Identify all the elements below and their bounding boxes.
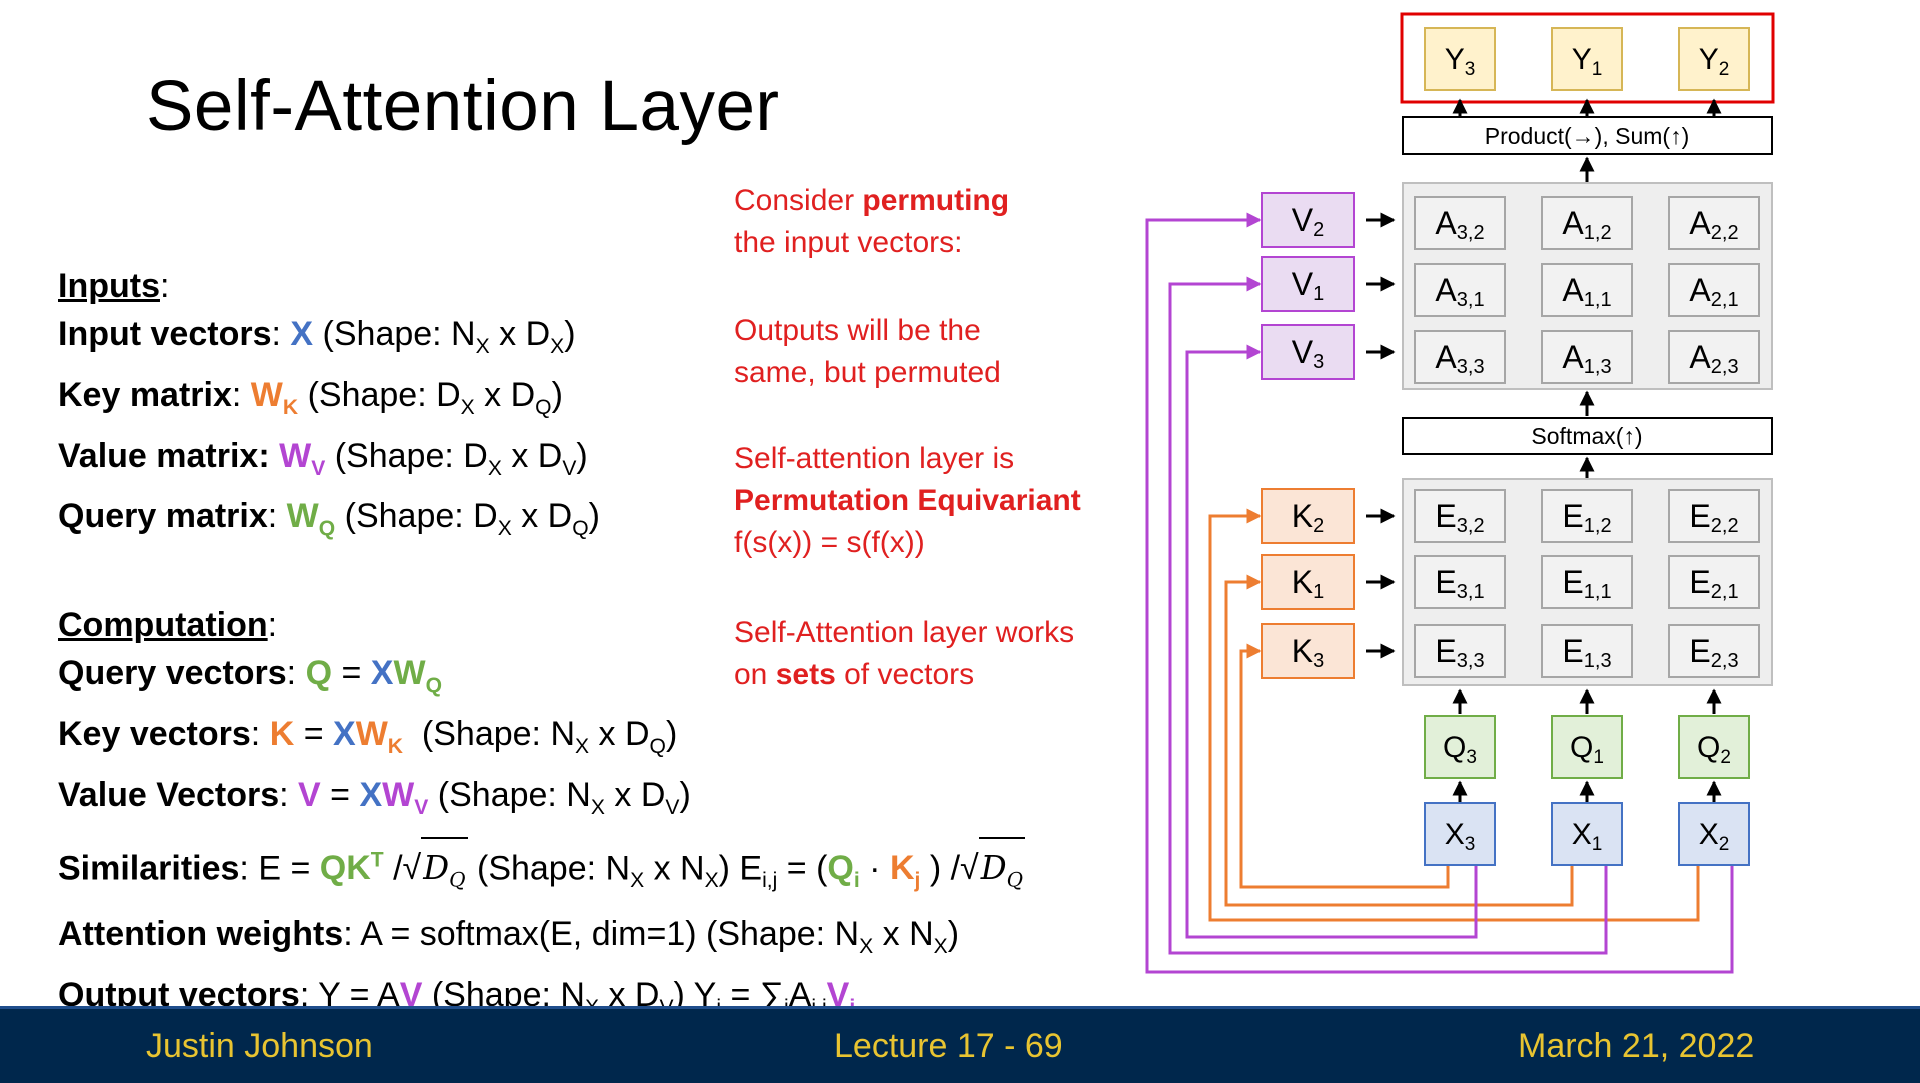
- a-cell-1-1-box: [1541, 263, 1633, 317]
- footer-author: Justin Johnson: [146, 1027, 373, 1065]
- value-v3-box: [1261, 324, 1355, 380]
- output-y1-label: Y1: [1572, 43, 1603, 80]
- a-cell-1-1-label: A1,1: [1562, 272, 1611, 311]
- inputs-heading: Inputs:: [58, 267, 170, 305]
- a-cell-1-3-label: A1,3: [1562, 339, 1611, 378]
- key-vectors-line: Key vectors: K = XWK (Shape: NX x DQ): [58, 714, 678, 758]
- note-permuting: Consider permuting the input vectors:: [734, 184, 1010, 259]
- key-k1-box: [1261, 554, 1355, 610]
- key-k2-label: K2: [1292, 498, 1324, 537]
- a-cell-3-3-label: A3,3: [1435, 339, 1484, 378]
- e-cell-1-3-label: E1,3: [1562, 633, 1611, 672]
- value-v2-box: [1261, 192, 1355, 248]
- a-cell-1-2-box: [1541, 196, 1633, 250]
- key-k3-box: [1261, 623, 1355, 679]
- query-q1-box: [1551, 715, 1623, 779]
- a-cell-2-3-label: A2,3: [1689, 339, 1738, 378]
- softmax-label: Softmax(↑): [1531, 423, 1642, 449]
- wire-x1-v1: [1168, 276, 1608, 955]
- a-cell-3-1-label: A3,1: [1435, 272, 1484, 311]
- softmax-box: [1402, 417, 1773, 455]
- query-q1-label: Q1: [1570, 731, 1604, 768]
- wire-x1-k1: [1224, 574, 1574, 907]
- query-q3-box: [1424, 715, 1496, 779]
- footer-lecture: Lecture 17 - 69: [834, 1027, 1063, 1065]
- e-cell-3-1-box: [1414, 555, 1506, 609]
- a-cell-2-3-box: [1668, 330, 1760, 384]
- e-cell-2-2-label: E2,2: [1689, 498, 1738, 537]
- input-vectors-line: Input vectors: X (Shape: NX x DX): [58, 315, 576, 358]
- query-q2-box: [1678, 715, 1750, 779]
- product-sum-label: Product(→), Sum(↑): [1485, 123, 1689, 149]
- a-cell-1-3-box: [1541, 330, 1633, 384]
- a-cell-3-2-label: A3,2: [1435, 205, 1484, 244]
- slide-title: Self-Attention Layer: [146, 67, 780, 146]
- note-equivariant: Self-attention layer is Permutation Equi…: [734, 442, 1081, 559]
- output-y2-box: [1678, 27, 1750, 91]
- query-q2-label: Q2: [1697, 731, 1731, 768]
- wire-x2-v2: [1145, 212, 1734, 974]
- e-cell-3-2-label: E3,2: [1435, 498, 1484, 537]
- e-cell-3-1-label: E3,1: [1435, 564, 1484, 603]
- query-matrix-line: Query matrix: WQ (Shape: DX x DQ): [58, 497, 600, 541]
- e-cell-1-2-box: [1541, 489, 1633, 543]
- note-outputs: Outputs will be the same, but permuted: [734, 314, 1001, 389]
- a-cell-2-2-label: A2,2: [1689, 205, 1738, 244]
- equations-panel: Inputs: Input vectors: X (Shape: NX x DX…: [58, 262, 1026, 1031]
- similarities-line: Similarities: E = QKT /√DQ (Shape: NX x …: [58, 832, 1026, 910]
- e-cell-2-2-box: [1668, 489, 1760, 543]
- input-x1-box: [1551, 802, 1623, 866]
- e-cell-1-3-box: [1541, 624, 1633, 678]
- output-y3-label: Y3: [1445, 43, 1476, 80]
- value-v1-box: [1261, 256, 1355, 312]
- value-vectors-line: Value Vectors: V = XWV (Shape: NX x DV): [58, 775, 691, 819]
- input-x1-label: X1: [1572, 818, 1603, 855]
- a-cell-2-1-label: A2,1: [1689, 272, 1738, 311]
- e-cell-1-1-box: [1541, 555, 1633, 609]
- key-k1-label: K1: [1292, 564, 1324, 603]
- query-vectors-line: Query vectors: Q = XWQ: [58, 654, 442, 697]
- a-cell-2-2-box: [1668, 196, 1760, 250]
- input-x3-label: X3: [1445, 818, 1476, 855]
- value-v2-label: V2: [1292, 202, 1324, 241]
- output-y3-box: [1424, 27, 1496, 91]
- output-y2-label: Y2: [1699, 43, 1730, 80]
- e-cell-1-1-label: E1,1: [1562, 564, 1611, 603]
- product-sum-box: [1402, 116, 1773, 155]
- input-x3-box: [1424, 802, 1496, 866]
- e-cell-2-1-label: E2,1: [1689, 564, 1738, 603]
- key-k3-label: K3: [1292, 633, 1324, 672]
- a-cell-3-3-box: [1414, 330, 1506, 384]
- input-x2-label: X2: [1699, 818, 1730, 855]
- query-q3-label: Q3: [1443, 731, 1477, 768]
- input-x2-box: [1678, 802, 1750, 866]
- wire-x3-k3: [1239, 643, 1450, 889]
- e-cell-2-1-box: [1668, 555, 1760, 609]
- e-cell-3-2-box: [1414, 489, 1506, 543]
- wire-x2-k2: [1208, 508, 1700, 922]
- e-cell-3-3-label: E3,3: [1435, 633, 1484, 672]
- a-cell-1-2-label: A1,2: [1562, 205, 1611, 244]
- wire-x3-v3: [1185, 344, 1478, 939]
- key-k2-box: [1261, 488, 1355, 544]
- value-v1-label: V1: [1292, 266, 1324, 305]
- e-cell-3-3-box: [1414, 624, 1506, 678]
- value-v3-label: V3: [1292, 334, 1324, 373]
- a-cell-2-1-box: [1668, 263, 1760, 317]
- attention-weights-line: Attention weights: A = softmax(E, dim=1)…: [58, 914, 960, 958]
- footer-bar: Justin Johnson Lecture 17 - 69 March 21,…: [0, 1006, 1920, 1083]
- e-cell-2-3-box: [1668, 624, 1760, 678]
- output-y1-box: [1551, 27, 1623, 91]
- computation-heading: Computation:: [58, 606, 278, 645]
- a-cell-3-1-box: [1414, 263, 1506, 317]
- footer-date: March 21, 2022: [1518, 1027, 1755, 1065]
- a-cell-3-2-box: [1414, 196, 1506, 250]
- value-matrix-line: Value matrix: WV (Shape: DX x DV): [58, 436, 588, 480]
- note-sets: Self-Attention layer works on sets of ve…: [734, 616, 1075, 691]
- key-matrix-line: Key matrix: WK (Shape: DX x DQ): [58, 375, 563, 419]
- e-cell-1-2-label: E1,2: [1562, 498, 1611, 537]
- e-cell-2-3-label: E2,3: [1689, 633, 1738, 672]
